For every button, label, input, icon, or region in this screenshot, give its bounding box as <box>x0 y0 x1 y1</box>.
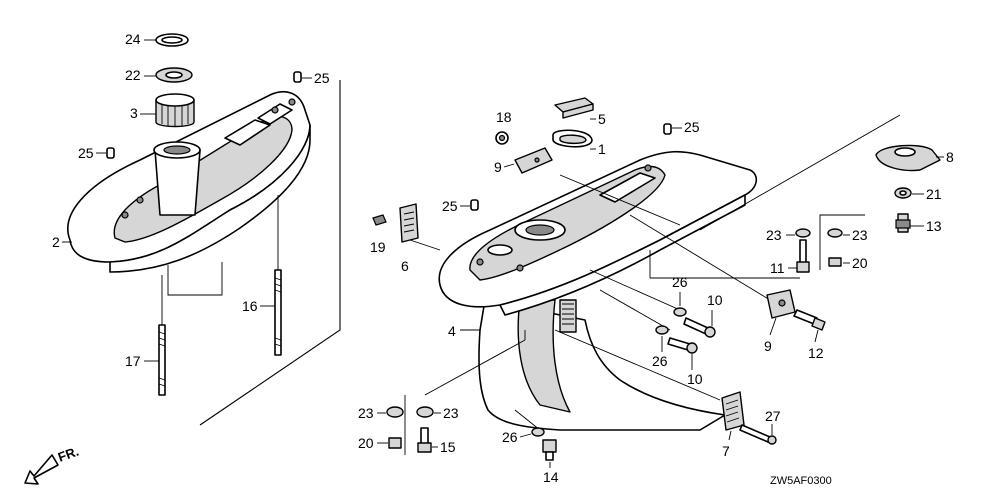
callout-22: 22 <box>125 67 141 83</box>
callout-11: 11 <box>770 260 785 276</box>
callout-19: 19 <box>370 239 386 255</box>
callout-26-a: 26 <box>672 274 688 290</box>
callout-27: 27 <box>765 408 781 424</box>
circlip-part-24 <box>155 33 189 47</box>
callout-14: 14 <box>543 469 559 485</box>
dowel-pin-part-25-left-a <box>293 71 302 83</box>
gear-case-upper-part-2 <box>67 91 311 296</box>
callout-17: 17 <box>125 353 141 369</box>
callout-8: 8 <box>946 149 954 165</box>
washer-part-26-a <box>673 307 687 317</box>
washer-part-26-c <box>531 427 545 437</box>
callout-9-right: 9 <box>764 338 772 354</box>
callout-1: 1 <box>598 141 606 157</box>
left-assembly-frame <box>199 80 341 426</box>
callout-5: 5 <box>598 111 606 127</box>
callout-25-left-a: 25 <box>314 70 330 86</box>
callout-7: 7 <box>722 443 730 459</box>
callout-labels: 24 22 3 25 25 2 16 17 18 5 1 9 25 25 19 … <box>52 31 954 485</box>
callout-21: 21 <box>926 186 942 202</box>
anode-part-8 <box>875 144 941 172</box>
callout-13: 13 <box>926 218 942 234</box>
callout-3: 3 <box>130 105 138 121</box>
bolt-part-10-a <box>683 317 716 338</box>
bolt-part-11 <box>796 239 810 273</box>
callout-23-right-a: 23 <box>766 227 782 243</box>
callout-23-lower-a: 23 <box>358 405 374 421</box>
leader-lines <box>404 114 901 455</box>
needle-bearing-part-3 <box>155 93 195 128</box>
callout-2: 2 <box>52 234 60 250</box>
bolt-part-10-b <box>667 337 698 354</box>
bolt-part-19 <box>372 214 387 226</box>
callout-23-right-b: 23 <box>852 227 868 243</box>
cap-part-5 <box>554 97 594 119</box>
washer-part-22 <box>155 67 193 83</box>
front-direction-label: FR. <box>56 444 81 465</box>
washer-part-23-right <box>795 228 811 238</box>
callout-6: 6 <box>401 258 409 274</box>
callout-25-top: 25 <box>684 119 700 135</box>
callout-20-right: 20 <box>852 255 868 271</box>
bolt-part-13 <box>895 213 911 233</box>
callout-15: 15 <box>440 439 456 455</box>
washer-part-18 <box>495 131 509 145</box>
dowel-pin-part-25-left-b <box>106 147 115 159</box>
callout-23-lower-b: 23 <box>443 405 459 421</box>
plate-part-9-top <box>514 147 553 174</box>
diagram-code: ZW5AF0300 <box>770 475 832 487</box>
callout-26-c: 26 <box>502 429 518 445</box>
front-direction-arrow: FR. <box>24 444 81 485</box>
alt-parts-box <box>819 214 865 270</box>
callout-4: 4 <box>448 323 456 339</box>
lower-parts-box <box>386 406 434 453</box>
stud-bolt-part-17 <box>158 275 166 396</box>
screen-part-7 <box>721 391 745 431</box>
callout-10-a: 10 <box>707 292 723 308</box>
plate-part-9-right <box>766 289 796 319</box>
washer-part-21 <box>894 187 912 199</box>
plug-part-14 <box>542 439 557 461</box>
callout-12: 12 <box>808 345 824 361</box>
dowel-pin-part-25-mid <box>470 199 479 211</box>
callout-25-mid: 25 <box>442 198 458 214</box>
screen-part-6 <box>399 203 419 243</box>
callout-18: 18 <box>496 109 512 125</box>
stud-bolt-part-16 <box>274 195 282 356</box>
callout-9-top: 9 <box>494 159 502 175</box>
dowel-pin-part-25-top <box>663 123 672 135</box>
callout-26-b: 26 <box>652 353 668 369</box>
bolt-part-12 <box>793 309 826 331</box>
callout-10-b: 10 <box>687 371 703 387</box>
gear-case-main-part-4 <box>438 150 758 431</box>
callout-25-left-b: 25 <box>78 145 94 161</box>
washer-part-26-b <box>655 325 669 335</box>
grommet-part-1 <box>552 129 593 148</box>
callout-16: 16 <box>242 298 258 314</box>
screw-part-27 <box>739 424 777 445</box>
callout-20-lower: 20 <box>358 435 374 451</box>
callout-24: 24 <box>125 31 141 47</box>
